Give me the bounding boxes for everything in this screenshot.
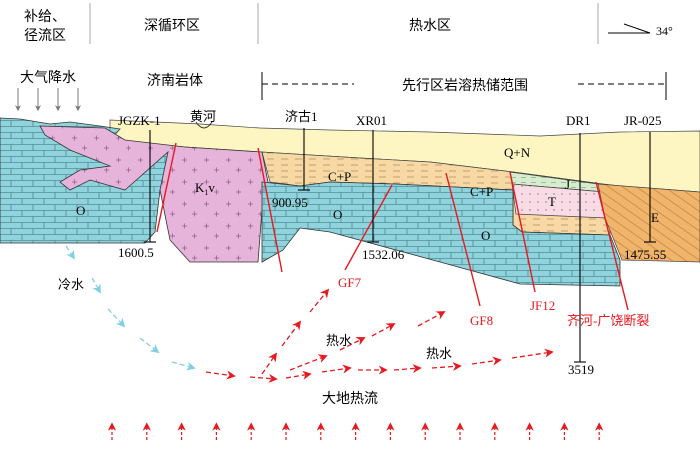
header-band: 补给、 径流区 深循环区 热水区 34° xyxy=(0,0,700,47)
heat-flow-arrows-icon xyxy=(107,422,604,440)
hot-water-flow xyxy=(205,288,554,383)
geologic-section xyxy=(0,117,700,311)
precipitation-label: 大气降水 xyxy=(20,70,76,86)
direction-arrow-icon xyxy=(608,23,651,34)
label-j: J xyxy=(565,177,570,192)
well-depth: 3519 xyxy=(568,362,594,377)
fault-label-jf12: JF12 xyxy=(530,298,555,313)
well-depth: 1532.06 xyxy=(362,247,405,262)
zone-deep-circulation: 深循环区 xyxy=(144,18,200,34)
well-name: JGZK-1 xyxy=(118,113,161,128)
fault-west xyxy=(156,142,177,233)
fault-jf12 xyxy=(509,171,536,293)
label-q-n: Q+N xyxy=(504,145,531,160)
reservoir-range-label: 先行区岩溶热储范围 xyxy=(402,77,528,94)
zone-hot-water: 热水区 xyxy=(409,18,451,34)
yellow-river-icon xyxy=(195,121,213,129)
direction-label: 34° xyxy=(656,24,673,38)
label-o-right: O xyxy=(481,228,490,243)
well-depth: 1475.55 xyxy=(624,247,666,262)
reservoir-range-bracket xyxy=(261,72,667,100)
fault-jigu xyxy=(257,147,283,273)
zone-recharge-line1: 补给、 xyxy=(24,9,66,25)
hot-water-label-1: 热水 xyxy=(326,333,352,348)
fault-lines xyxy=(156,142,629,311)
label-t: T xyxy=(548,194,556,209)
cold-water-label: 冷水 xyxy=(58,277,84,292)
well-name: 济古1 xyxy=(285,109,318,124)
cold-water-flow xyxy=(65,245,196,371)
terrestrial-heat-label: 大地热流 xyxy=(322,391,378,407)
well-depth: 900.95 xyxy=(272,195,308,210)
subheader: 大气降水 济南岩体 先行区岩溶热储范围 xyxy=(15,70,667,112)
fault-labels: GF7 GF8 JF12 齐河-广饶断裂 xyxy=(338,275,649,328)
rain-arrows-icon xyxy=(15,88,81,112)
zone-recharge-line2: 径流区 xyxy=(24,28,66,44)
well-depth: 1600.5 xyxy=(118,245,154,260)
fault-label-gf8: GF8 xyxy=(470,313,493,328)
label-k1v: K1v xyxy=(195,180,215,197)
label-cp-1: C+P xyxy=(328,169,351,184)
stratum-o-middle xyxy=(261,181,621,287)
wells xyxy=(144,128,656,363)
fault-gf7 xyxy=(344,184,393,271)
yellow-river-label: 黄河 xyxy=(190,109,216,124)
jinan-body-label: 济南岩体 xyxy=(147,73,203,89)
well-name: DR1 xyxy=(566,113,591,128)
fault-label-qihe-guangrao: 齐河-广饶断裂 xyxy=(567,313,649,328)
fault-qihe-guangrao xyxy=(595,181,629,311)
fault-label-gf7: GF7 xyxy=(338,275,362,290)
hot-water-label-2: 热水 xyxy=(426,346,452,361)
label-cp-2: C+P xyxy=(470,184,493,199)
strata-labels: O K1v C+P O C+P O Q+N J T E xyxy=(76,145,659,243)
label-o-middle: O xyxy=(333,207,342,222)
stratum-k1v xyxy=(39,125,269,263)
fault-gf8 xyxy=(445,172,481,307)
well-labels: JGZK-1 1600.5 济古1 900.95 XR01 1532.06 DR… xyxy=(118,109,666,377)
label-o-west: O xyxy=(76,203,85,218)
label-e: E xyxy=(651,210,659,225)
well-name: XR01 xyxy=(356,113,387,128)
well-name: JR-025 xyxy=(624,113,662,128)
